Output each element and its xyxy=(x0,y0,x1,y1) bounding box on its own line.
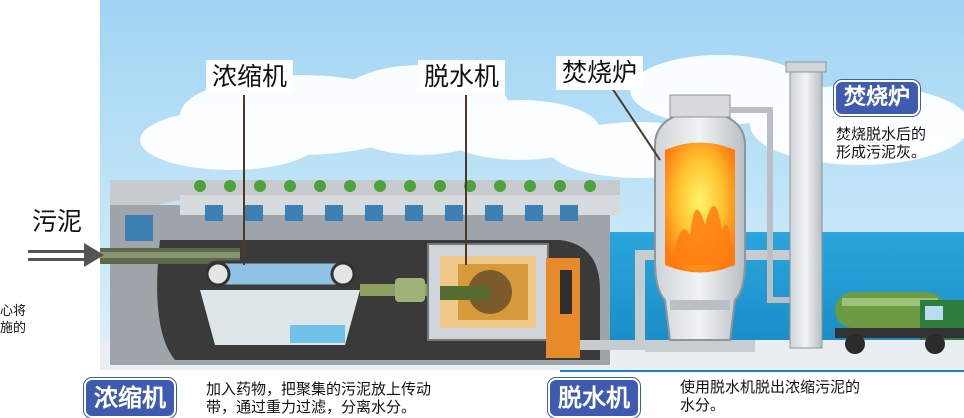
incinerator-label: 焚烧炉 xyxy=(556,56,644,90)
tanker-truck xyxy=(835,292,964,354)
treatment-building xyxy=(100,180,790,365)
dewatering-label: 脱水机 xyxy=(418,60,506,94)
dewatering-description: 使用脱水机脱出浓缩污泥的 水分。 xyxy=(680,378,861,414)
incinerator-badge: 焚烧炉 xyxy=(834,80,921,116)
left-fragment-text: 心将 施的 xyxy=(0,304,27,336)
sludge-input-arrow xyxy=(28,243,104,267)
thickener-badge: 浓缩机 xyxy=(84,378,176,418)
thickener-description: 加入药物，把聚集的污泥放上传动 带，通过重力过滤，分离水分。 xyxy=(206,380,432,416)
leader-lines xyxy=(243,84,661,265)
thickener-label: 浓缩机 xyxy=(206,60,294,94)
chimney xyxy=(785,61,827,349)
incinerator-description: 焚烧脱水后的 形成污泥灰。 xyxy=(836,125,927,161)
dewatering-badge: 脱水机 xyxy=(548,378,640,418)
sludge-input-label: 污泥 xyxy=(32,207,83,236)
